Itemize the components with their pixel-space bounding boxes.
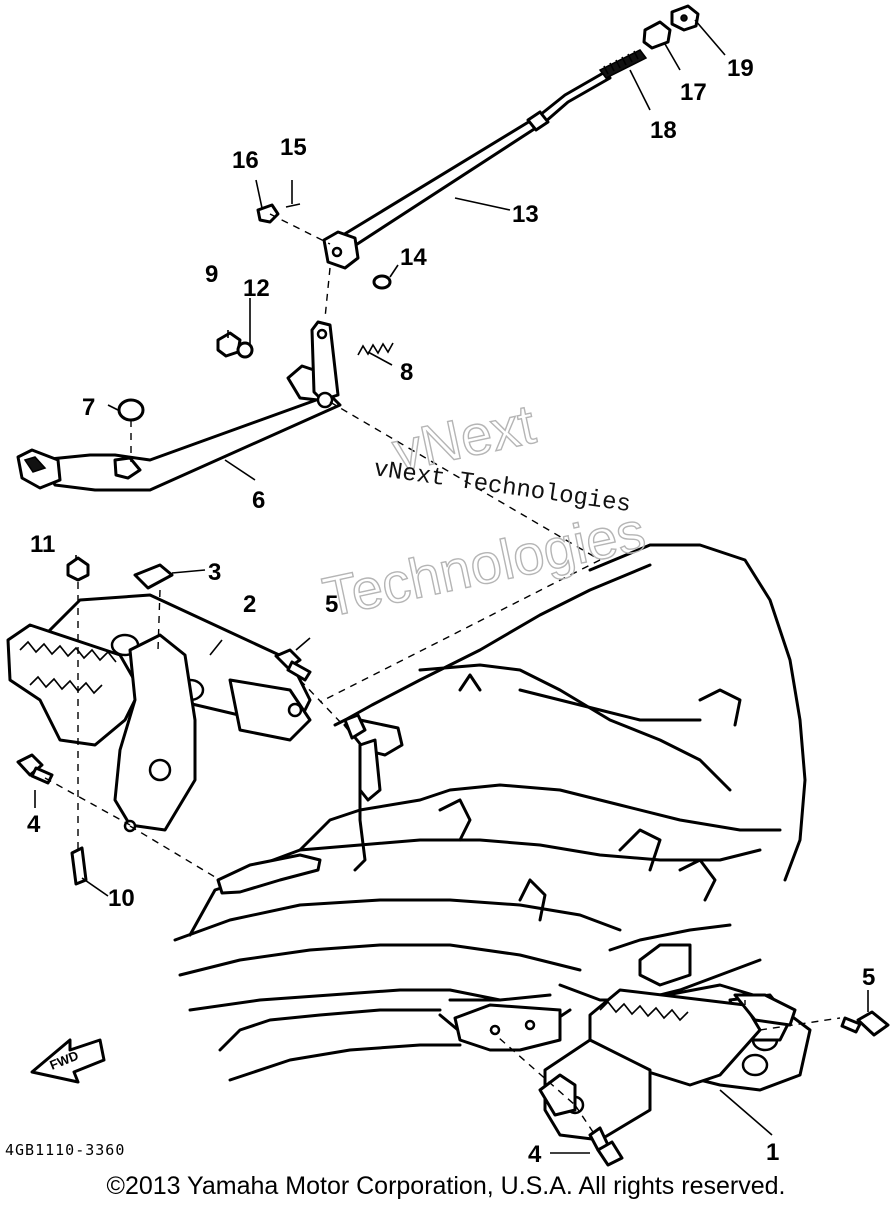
cap-7 <box>117 398 145 422</box>
brake-rod-13 <box>322 70 612 270</box>
part-code: 4GB1110-3360 <box>5 1141 125 1159</box>
callout-10: 10 <box>108 885 135 912</box>
callout-9: 9 <box>205 261 218 288</box>
copyright-notice: ©2013 Yamaha Motor Corporation, U.S.A. A… <box>106 1172 786 1200</box>
callout-15: 15 <box>280 134 307 161</box>
nut-9 <box>216 331 242 358</box>
frame-bracket-upper <box>343 713 367 740</box>
cotter-15 <box>285 203 301 208</box>
callout-5-upper: 5 <box>325 591 338 618</box>
callout-labels: 1 2 3 4 4 5 5 6 7 8 9 10 11 12 13 14 15 … <box>27 55 875 1168</box>
callout-11: 11 <box>30 531 55 558</box>
footrest-right-1 <box>538 983 812 1142</box>
bolt-5-upper <box>274 648 312 682</box>
exploded-view-drawing: 1 2 3 4 4 5 5 6 7 8 9 10 11 12 13 14 15 … <box>5 4 890 1168</box>
callout-4-right: 4 <box>528 1141 542 1168</box>
callout-4-left: 4 <box>27 811 41 838</box>
vehicle-frame <box>173 543 807 1082</box>
callout-14: 14 <box>400 244 427 271</box>
watermark: vNext Technologies vNext Technologies <box>317 391 651 629</box>
pin-3 <box>133 563 174 590</box>
callout-13: 13 <box>512 201 539 228</box>
callout-18: 18 <box>650 117 677 144</box>
joint-17 <box>642 20 672 50</box>
callout-5-right: 5 <box>862 964 875 991</box>
callout-12: 12 <box>243 275 270 302</box>
bolt-4-right <box>588 1126 624 1167</box>
callout-3: 3 <box>208 559 221 586</box>
washer-14 <box>372 274 392 290</box>
callout-7: 7 <box>82 394 95 421</box>
watermark-text: vNext Technologies <box>372 456 632 519</box>
threaded-end-18 <box>598 49 648 79</box>
callout-19: 19 <box>727 55 754 82</box>
callout-6: 6 <box>252 487 265 514</box>
leader-lines <box>34 19 869 1154</box>
bolt-5-right <box>840 1010 890 1037</box>
clevis-19 <box>670 4 700 32</box>
washer-12 <box>236 341 254 359</box>
watermark-outline-word-2: Technologies <box>317 499 650 629</box>
pin-16 <box>256 203 280 224</box>
brake-pedal-6 <box>16 320 342 492</box>
assembly-lines <box>44 213 841 1136</box>
callout-16: 16 <box>232 147 259 174</box>
callout-17: 17 <box>680 79 707 106</box>
callout-8: 8 <box>400 359 413 386</box>
footrest-left-2 <box>6 593 312 833</box>
callout-2: 2 <box>243 591 256 618</box>
fwd-arrow-icon: FWD <box>30 1038 106 1084</box>
callout-1: 1 <box>766 1139 779 1166</box>
spring-8 <box>357 342 394 356</box>
nut-11 <box>66 556 90 582</box>
